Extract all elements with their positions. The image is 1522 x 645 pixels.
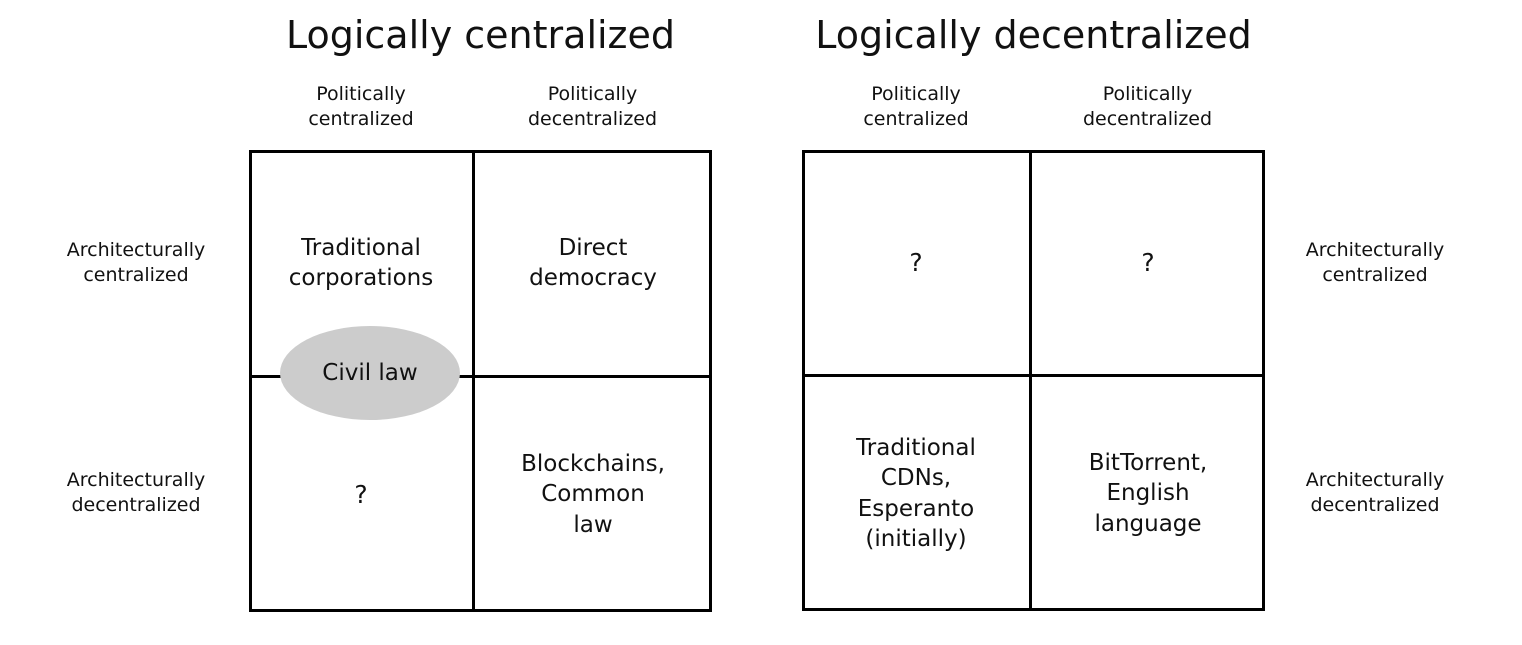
matrix-cell-bittorrent-english-language: BitTorrent, English language (1088, 449, 1208, 537)
column-header-politically-centralized: Politically centralized (863, 83, 969, 131)
grid-horizontal-divider (802, 374, 1265, 377)
matrix-grid (802, 150, 1265, 611)
panel-title-logically-decentralized: Logically decentralized (815, 13, 1252, 57)
grid-horizontal-divider (249, 375, 712, 378)
grid-vertical-divider (1029, 150, 1032, 611)
column-header-politically-decentralized: Politically decentralized (1082, 83, 1213, 131)
matrix-cell-traditional-corporations: Traditional corporations (288, 234, 434, 291)
panel-title-logically-centralized: Logically centralized (285, 13, 676, 57)
row-label-architecturally-centralized: Architecturally centralized (1305, 239, 1445, 287)
grid-vertical-divider (472, 150, 475, 612)
column-header-politically-decentralized: Politically decentralized (527, 83, 658, 131)
matrix-cell-unknown-bottom-left: ? (354, 480, 368, 509)
column-header-politically-centralized: Politically centralized (308, 83, 414, 131)
row-label-architecturally-decentralized: Architecturally decentralized (1305, 469, 1445, 517)
matrix-cell-unknown-top-left: ? (909, 248, 923, 277)
matrix-grid (249, 150, 712, 612)
matrix-cell-direct-democracy: Direct democracy (529, 234, 657, 291)
matrix-cell-traditional-cdns-esperanto: Traditional CDNs, Esperanto (initially) (856, 434, 976, 552)
row-label-architecturally-decentralized: Architecturally decentralized (66, 469, 206, 517)
matrix-cell-blockchains-common-law: Blockchains, Common law (521, 450, 665, 538)
row-label-architecturally-centralized: Architecturally centralized (66, 239, 206, 287)
civil-law-ellipse: Civil law (280, 326, 460, 420)
matrix-cell-unknown-top-right: ? (1141, 248, 1155, 277)
